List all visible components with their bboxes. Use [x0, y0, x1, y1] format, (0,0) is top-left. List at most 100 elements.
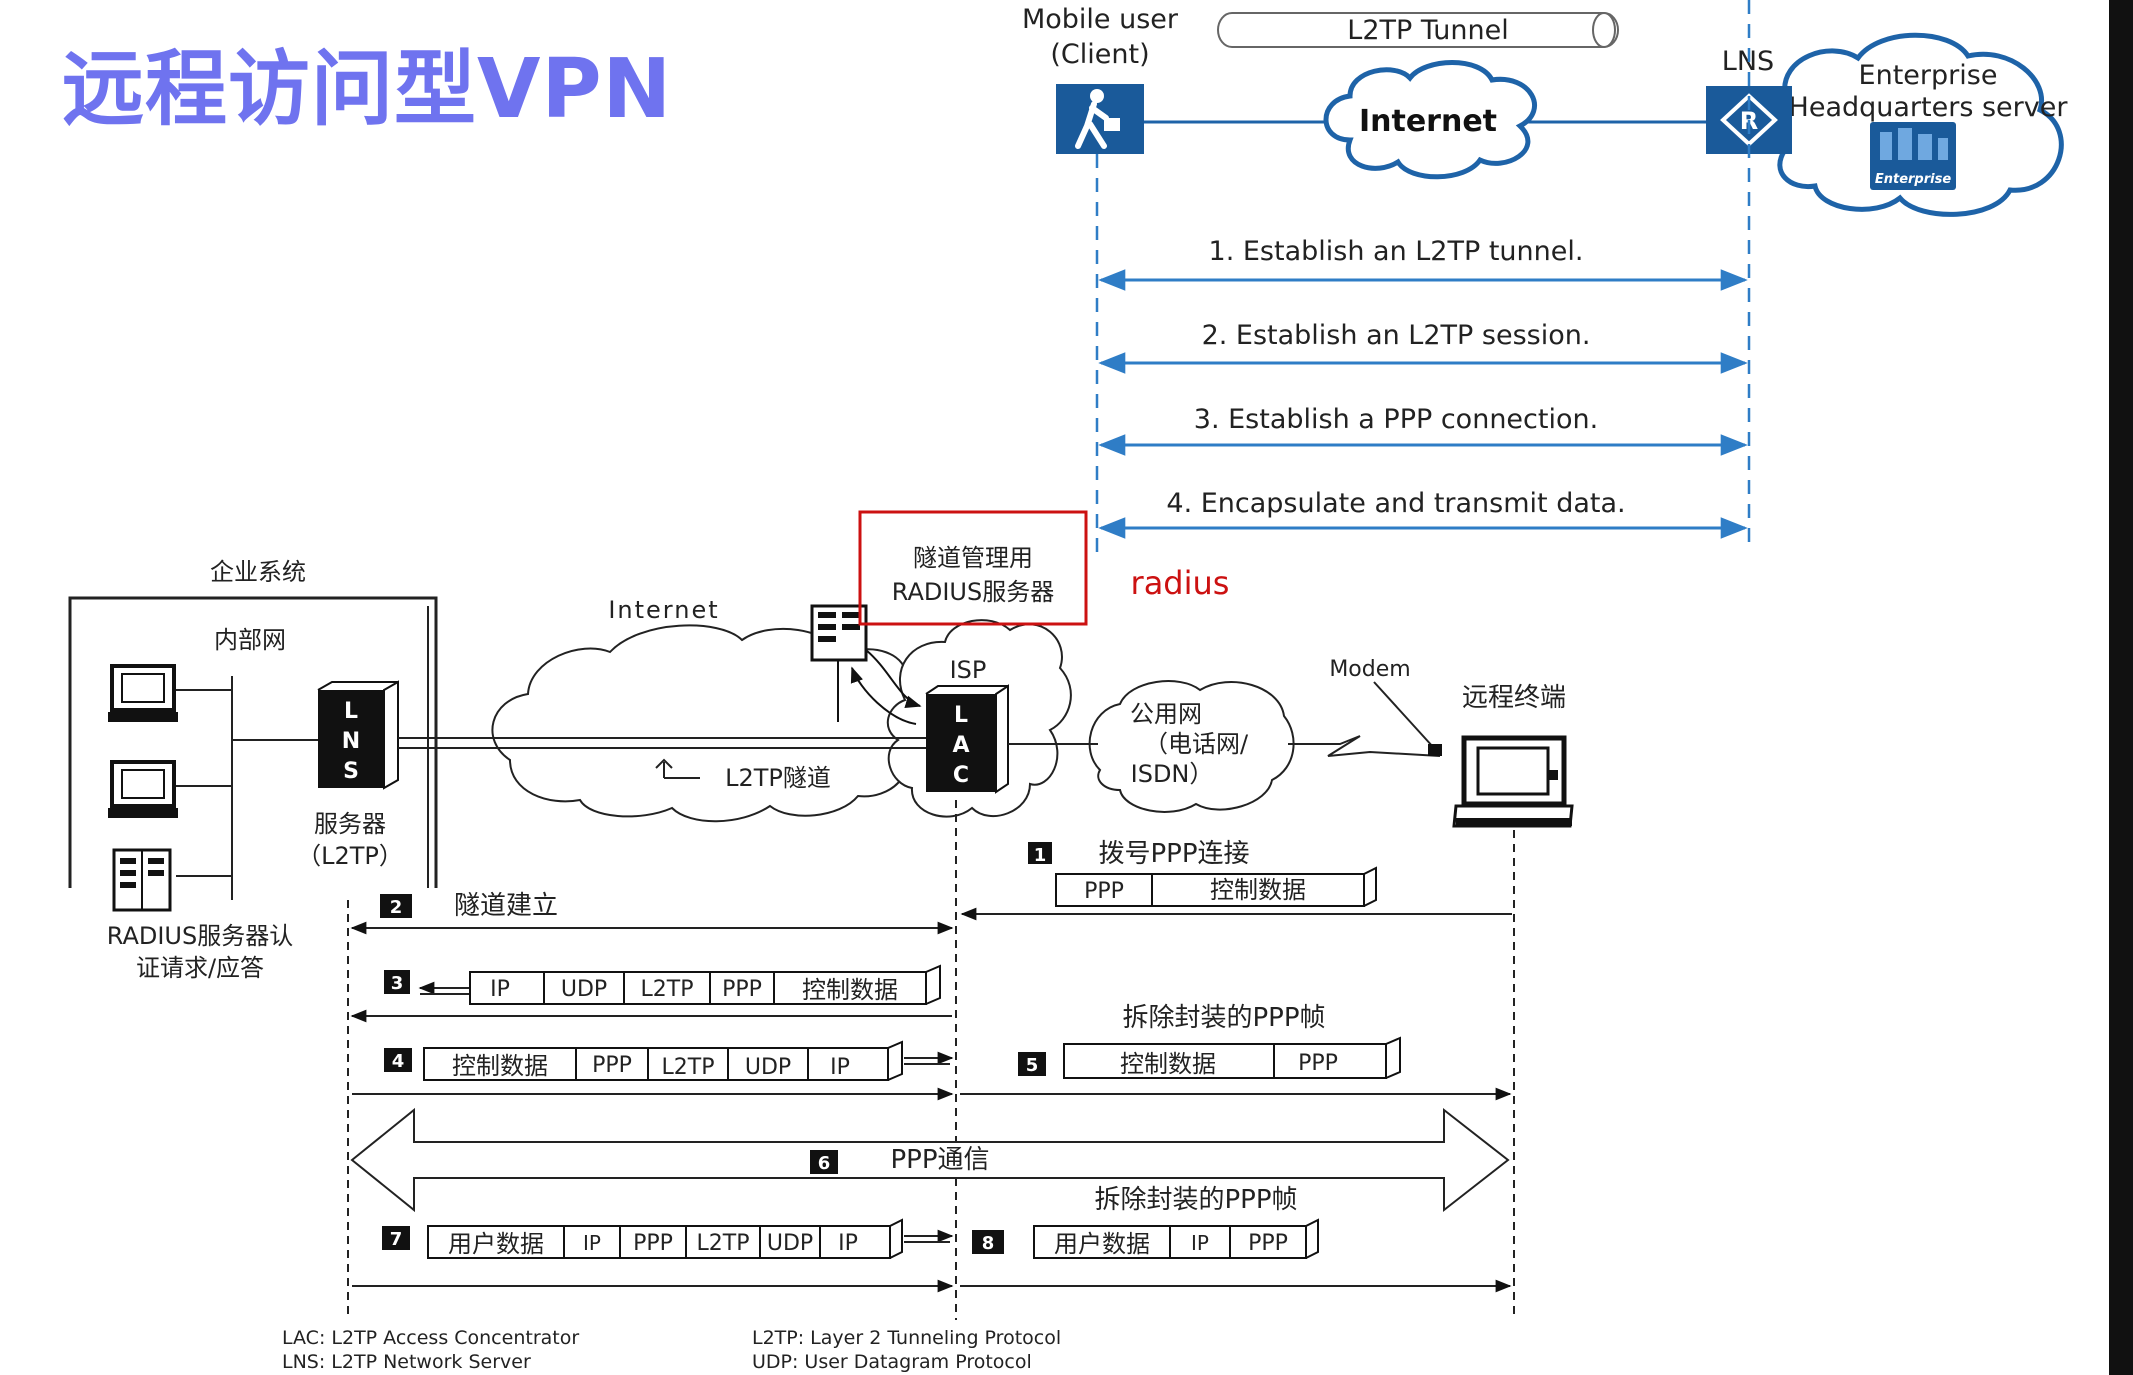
svg-text:PPP: PPP	[1248, 1231, 1288, 1256]
svg-text:L2TP: L2TP	[662, 1055, 715, 1080]
svg-text:4. Encapsulate and transmit da: 4. Encapsulate and transmit data.	[1166, 488, 1625, 519]
tunnel-label: L2TP Tunnel	[1347, 15, 1508, 46]
server-label: 服务器	[314, 810, 386, 838]
page-title: 远程访问型VPN	[62, 42, 673, 137]
hq-server-label: Headquarters server	[1789, 92, 2069, 123]
lac-server-icon: L A C	[925, 684, 1009, 794]
tunnel-radius-server-icon	[810, 604, 922, 725]
internet-cloud: Internet	[1323, 60, 1537, 180]
top-step-4: 4. Encapsulate and transmit data.	[1098, 488, 1748, 539]
intranet-label: 内部网	[214, 626, 286, 654]
right-edge-bar	[2109, 0, 2133, 1375]
svg-text:拨号PPP连接: 拨号PPP连接	[1098, 839, 1249, 869]
l2tp-tunnel-pipe: L2TP Tunnel	[1217, 12, 1619, 48]
svg-text:LAC: L2TP Access Concentrator: LAC: L2TP Access Concentrator	[282, 1327, 579, 1349]
svg-text:用户数据: 用户数据	[448, 1230, 544, 1258]
svg-text:PPP: PPP	[633, 1231, 673, 1256]
remote-terminal-laptop-icon	[1452, 735, 1574, 828]
svg-text:5: 5	[1026, 1055, 1039, 1076]
seq-step-7: 7 用户数据 IP PPP L2TP UDP IP	[352, 1218, 954, 1293]
svg-text:控制数据: 控制数据	[1210, 876, 1306, 904]
svg-text:用户数据: 用户数据	[1054, 1230, 1150, 1258]
seq-step-8: 拆除封装的PPP帧 8 用户数据 IP PPP	[960, 1185, 1512, 1293]
svg-text:C: C	[953, 763, 969, 788]
enterprise-system-label: 企业系统	[210, 558, 306, 586]
svg-text:IP: IP	[830, 1055, 850, 1080]
svg-text:IP: IP	[583, 1231, 601, 1255]
seq-step-6: 6 PPP通信	[350, 1107, 1510, 1213]
legend: LAC: L2TP Access Concentrator LNS: L2TP …	[282, 1327, 1061, 1373]
svg-text:（电话网/: （电话网/	[1144, 730, 1249, 758]
svg-text:拆除封装的PPP帧: 拆除封装的PPP帧	[1094, 1185, 1297, 1215]
packet-4: 控制数据 PPP L2TP UDP IP	[423, 1040, 903, 1081]
svg-text:N: N	[342, 729, 360, 754]
svg-text:IP: IP	[838, 1231, 858, 1256]
radius-auth-label-2: 证请求/应答	[136, 954, 264, 982]
remote-terminal-label: 远程终端	[1462, 683, 1566, 713]
svg-text:7: 7	[390, 1229, 403, 1250]
bottom-internet-label: Internet	[608, 596, 719, 624]
mobile-user-icon	[1056, 84, 1144, 154]
top-step-3: 3. Establish a PPP connection.	[1098, 404, 1748, 456]
svg-text:UDP: UDP	[561, 977, 607, 1002]
svg-text:LNS: L2TP Network Server: LNS: L2TP Network Server	[282, 1351, 531, 1373]
enterprise-building-icon: Enterprise	[1870, 122, 1956, 190]
svg-text:1: 1	[1034, 845, 1047, 866]
enterprise-cloud: Enterprise Headquarters server Enterpris…	[1751, 32, 2069, 217]
svg-text:隧道建立: 隧道建立	[454, 891, 558, 921]
svg-text:IP: IP	[490, 977, 510, 1002]
modem-icon	[1428, 744, 1442, 756]
svg-text:3: 3	[391, 973, 404, 994]
svg-text:2: 2	[390, 897, 403, 918]
svg-text:L2TP: L2TP	[697, 1231, 750, 1256]
l2tp-tunnel-label: L2TP隧道	[725, 764, 831, 792]
svg-text:2. Establish an L2TP session.: 2. Establish an L2TP session.	[1202, 320, 1591, 351]
mobile-user-label: Mobile user	[1022, 4, 1179, 35]
intranet-pc-1-icon	[108, 664, 178, 722]
svg-text:1. Establish an L2TP tunnel.: 1. Establish an L2TP tunnel.	[1209, 236, 1584, 267]
packet-1: PPP 控制数据	[1055, 866, 1377, 907]
seq-step-2: 2 隧道建立	[350, 891, 954, 935]
svg-text:IP: IP	[1191, 1231, 1209, 1255]
lns-server-icon: L N S	[317, 680, 399, 790]
svg-text:8: 8	[982, 1233, 995, 1254]
top-step-1: 1. Establish an L2TP tunnel.	[1098, 236, 1748, 291]
top-step-2: 2. Establish an L2TP session.	[1098, 320, 1748, 374]
svg-text:L2TP: L2TP	[641, 977, 694, 1002]
svg-text:控制数据: 控制数据	[802, 976, 898, 1004]
bottom-diagram: 企业系统 内部网	[68, 510, 1574, 1373]
svg-text:A: A	[952, 733, 969, 758]
svg-text:ISDN）: ISDN）	[1131, 760, 1214, 788]
svg-text:隧道管理用: 隧道管理用	[913, 544, 1033, 572]
l2tp-tunnel-label-group: L2TP隧道	[655, 758, 831, 792]
bottom-internet-cloud: Internet	[491, 596, 923, 823]
svg-text:PPP: PPP	[592, 1053, 632, 1078]
server-l2tp-label: （L2TP）	[297, 842, 403, 870]
svg-text:S: S	[343, 759, 359, 784]
public-network-cloud: 公用网 （电话网/ ISDN）	[1088, 680, 1295, 813]
svg-text:PPP: PPP	[722, 977, 762, 1002]
svg-text:L: L	[954, 703, 968, 728]
svg-text:控制数据: 控制数据	[1120, 1050, 1216, 1078]
seq-step-1: 1 拨号PPP连接 PPP 控制数据	[960, 839, 1512, 921]
radius-server-box: 隧道管理用 RADIUS服务器	[858, 510, 1088, 626]
radius-server-tower-icon	[112, 848, 172, 912]
svg-text:RADIUS服务器: RADIUS服务器	[892, 578, 1054, 606]
packet-7: 用户数据 IP PPP L2TP UDP IP	[427, 1218, 903, 1259]
packet-8: 用户数据 IP PPP	[1033, 1218, 1319, 1259]
seq-step-4: 4 控制数据 PPP L2TP UDP IP	[352, 1040, 954, 1101]
svg-text:L: L	[344, 699, 358, 724]
svg-text:PPP通信: PPP通信	[890, 1145, 989, 1175]
svg-text:L2TP: Layer 2 Tunneling Protoc: L2TP: Layer 2 Tunneling Protocol	[752, 1327, 1061, 1349]
modem-label: Modem	[1329, 657, 1410, 682]
isp-label: ISP	[950, 656, 987, 684]
svg-text:PPP: PPP	[1084, 879, 1124, 904]
radius-note: radius	[1131, 564, 1230, 602]
top-diagram: Mobile user (Client) L2TP Tunnel Interne…	[1022, 0, 2068, 552]
intranet-pc-2-icon	[108, 760, 178, 818]
seq-step-3: 3 IP UDP L2TP PPP 控制数据	[350, 964, 952, 1023]
packet-3: IP UDP L2TP PPP 控制数据	[469, 964, 941, 1005]
svg-text:UDP: UDP	[767, 1231, 813, 1256]
svg-text:UDP: User Datagram Protocol: UDP: User Datagram Protocol	[752, 1351, 1032, 1373]
enterprise-badge-text: Enterprise	[1875, 172, 1951, 187]
